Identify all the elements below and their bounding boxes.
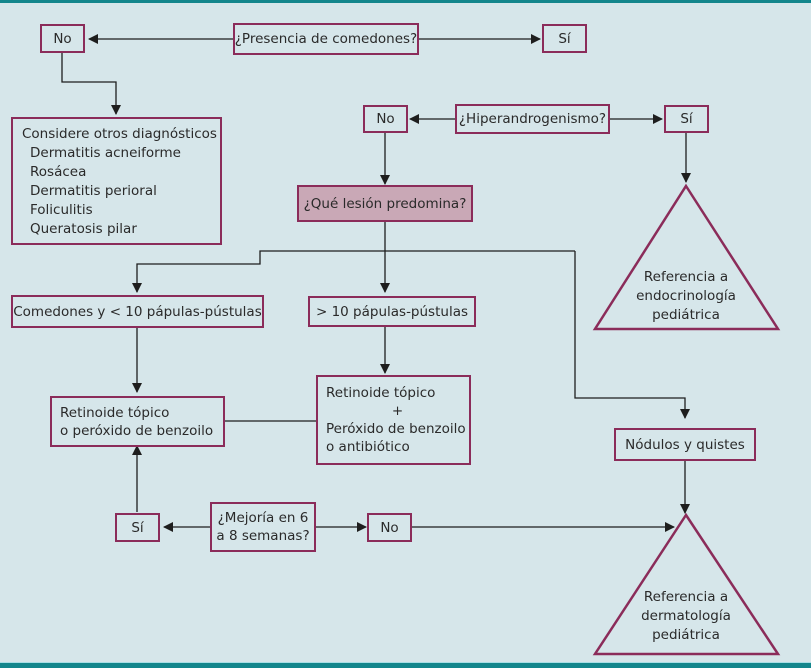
question-hiperandrogenismo: ¿Hiperandrogenismo? [455, 104, 610, 134]
question-comedones: ¿Presencia de comedones? [233, 23, 419, 55]
bottom-frame-bar [0, 662, 811, 668]
answer-hiper-si-text: Sí [680, 111, 693, 127]
retinoide-mas-box: Retinoide tópico + Peróxido de benzoilo … [316, 375, 471, 465]
answer-mejoria-no: No [367, 513, 412, 542]
retinoide-mas-line: o antibiótico [326, 439, 410, 455]
answer-comedones-no-text: No [53, 30, 72, 47]
nodulos-quistes-text: Nódulos y quistes [625, 436, 745, 453]
other-dx-item: Queratosis pilar [30, 221, 137, 237]
retinoide-mas-line: Retinoide tópico [326, 385, 436, 401]
question-lesion-text: ¿Qué lesión predomina? [303, 195, 467, 212]
ref-dermato-line: dermatología [641, 608, 731, 624]
question-hiperandrogenismo-text: ¿Hiperandrogenismo? [458, 111, 607, 127]
retinoide-o-peroxido-box: Retinoide tópico o peróxido de benzoilo [50, 396, 225, 447]
triangle-dermato [592, 512, 781, 656]
other-dx-item: Dermatitis perioral [30, 183, 157, 199]
mas-10-text: > 10 pápulas-pústulas [315, 303, 469, 320]
ref-endocrino-label: Referencia a endocrinología pediátrica [606, 268, 766, 325]
other-dx-item: Rosácea [30, 164, 87, 180]
ref-endocrino-line: Referencia a [643, 269, 729, 285]
top-frame-bar [0, 0, 811, 3]
other-dx-item: Foliculitis [30, 202, 93, 218]
retinoide-mas-line: Peróxido de benzoilo [326, 421, 466, 437]
answer-mejoria-no-text: No [380, 519, 399, 536]
question-comedones-text: ¿Presencia de comedones? [234, 31, 418, 47]
question-lesion: ¿Qué lesión predomina? [297, 185, 473, 222]
nodulos-quistes-box: Nódulos y quistes [614, 428, 756, 461]
other-dx-item: Dermatitis acneiforme [30, 145, 181, 161]
retinoide-o-peroxido-line: o peróxido de benzoilo [60, 422, 214, 439]
mas-10-box: > 10 pápulas-pústulas [308, 296, 476, 327]
ref-dermato-line: Referencia a [643, 589, 729, 605]
question-mejoria-line: a 8 semanas? [216, 528, 310, 544]
retinoide-o-peroxido-line: Retinoide tópico [60, 404, 170, 421]
answer-hiper-si: Sí [664, 105, 709, 133]
ref-dermato-line: pediátrica [652, 627, 720, 643]
other-diagnoses-title: Considere otros diagnósticos [22, 126, 217, 142]
ref-endocrino-line: pediátrica [652, 307, 720, 323]
answer-hiper-no: No [363, 105, 408, 133]
arrow-lesion-comedones [132, 250, 575, 293]
answer-mejoria-si: Sí [115, 513, 160, 542]
arrow-no-otherdx [61, 52, 121, 115]
other-diagnoses-box: Considere otros diagnósticos Dermatitis … [11, 117, 222, 245]
answer-comedones-no: No [40, 24, 85, 53]
ref-dermato-label: Referencia a dermatología pediátrica [606, 588, 766, 645]
question-mejoria-line: ¿Mejoría en 6 [217, 510, 309, 526]
answer-comedones-si: Sí [542, 24, 587, 53]
answer-comedones-si-text: Sí [558, 30, 571, 47]
comedones-menos-10-box: Comedones y < 10 pápulas-pústulas [11, 295, 264, 328]
answer-hiper-no-text: No [376, 111, 395, 127]
triangle-endocrino [592, 183, 781, 331]
ref-endocrino-line: endocrinología [636, 288, 736, 304]
comedones-menos-10-text: Comedones y < 10 pápulas-pústulas [13, 303, 262, 320]
answer-mejoria-si-text: Sí [131, 519, 144, 536]
arrow-lesion-nodulos [574, 251, 690, 419]
retinoide-mas-plus: + [391, 403, 404, 419]
question-mejoria: ¿Mejoría en 6 a 8 semanas? [210, 502, 316, 552]
